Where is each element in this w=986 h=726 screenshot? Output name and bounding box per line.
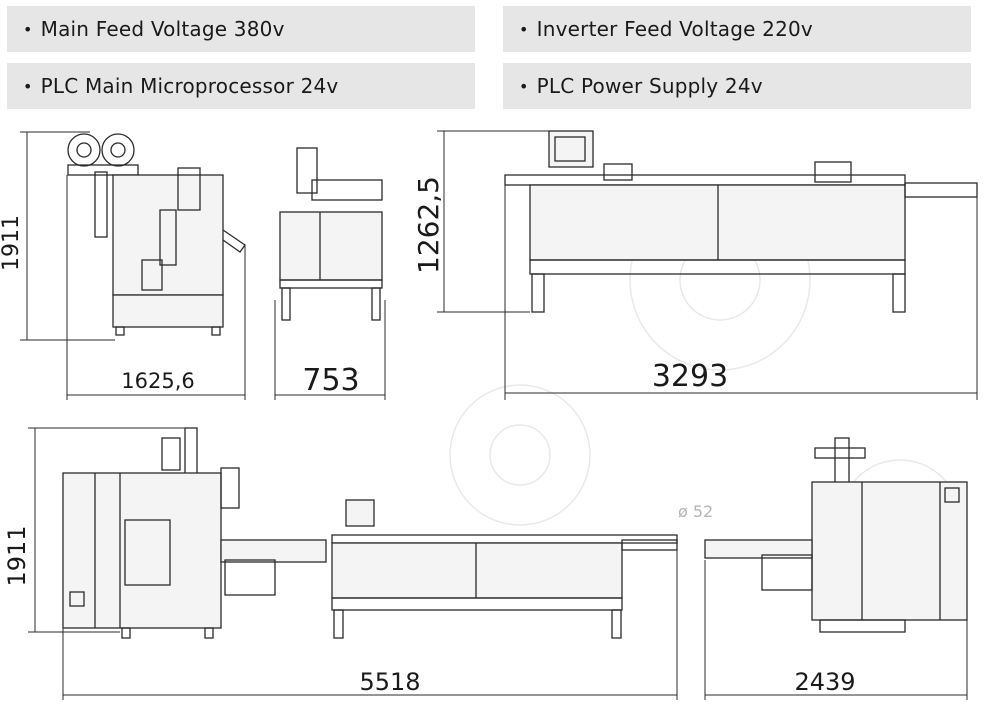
spec-text: Inverter Feed Voltage 220v (536, 17, 813, 41)
spec-inverter-feed-voltage: • Inverter Feed Voltage 220v (503, 6, 971, 52)
bullet: • (519, 76, 529, 96)
spec-text: Main Feed Voltage 380v (40, 17, 285, 41)
dim-end-length: 2439 (794, 668, 855, 696)
dim-side-height: 1911 (0, 215, 24, 271)
dim-conveyor-length: 3293 (652, 359, 728, 394)
front-view-drawing (279, 147, 383, 321)
end-view-drawing (704, 437, 968, 633)
side-view-drawing (67, 133, 246, 336)
full-line-view-drawing (62, 427, 678, 639)
dim-side-depth: 1625,6 (121, 369, 194, 393)
bullet: • (519, 19, 529, 39)
dim-diameter: ø 52 (678, 502, 713, 521)
bullet: • (23, 76, 33, 96)
dim-full-length: 5518 (359, 668, 420, 696)
bullet: • (23, 19, 33, 39)
conveyor-view-drawing (504, 130, 978, 313)
spec-text: PLC Main Microprocessor 24v (40, 74, 339, 98)
spec-text: PLC Power Supply 24v (536, 74, 763, 98)
spec-plc-main-microprocessor: • PLC Main Microprocessor 24v (7, 63, 475, 109)
dim-conveyor-height: 1262,5 (412, 176, 445, 274)
spec-plc-power-supply: • PLC Power Supply 24v (503, 63, 971, 109)
dim-front-width: 753 (302, 363, 359, 398)
spec-main-feed-voltage: • Main Feed Voltage 380v (7, 6, 475, 52)
dim-full-height: 1911 (3, 525, 31, 586)
